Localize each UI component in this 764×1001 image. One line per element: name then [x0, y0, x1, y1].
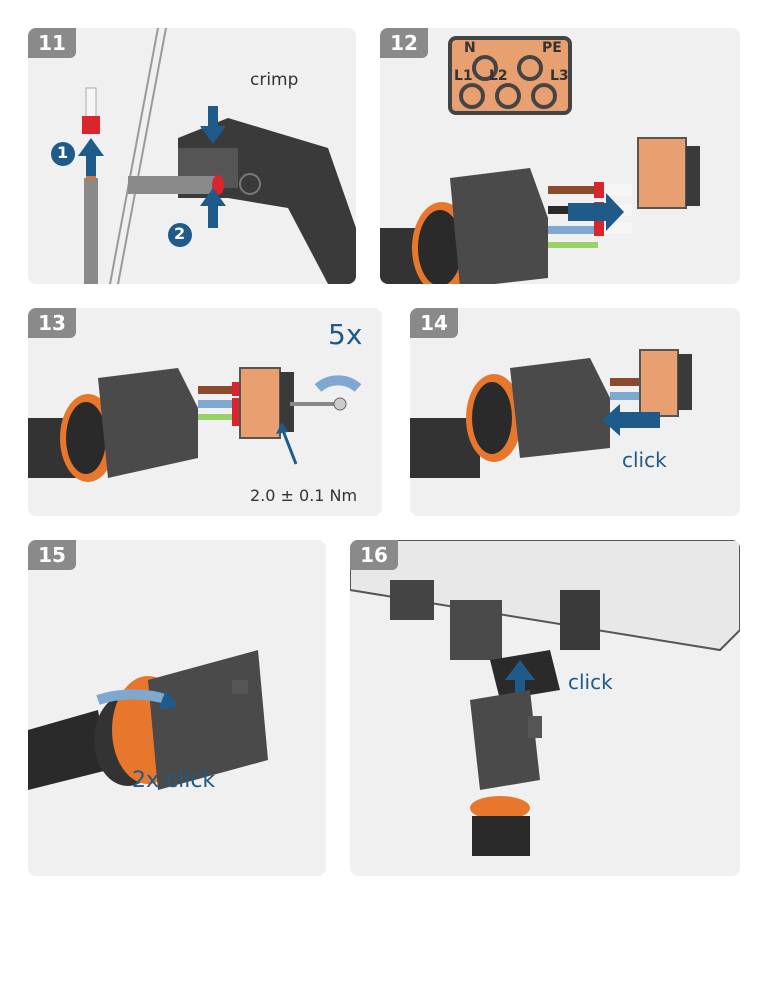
step-15-illustration: [28, 650, 268, 790]
torque-label: 2.0 ± 0.1 Nm: [250, 486, 358, 505]
step-number-badge: 15: [28, 540, 76, 570]
step-14-panel: 14 click: [410, 308, 740, 516]
step-12-panel: 12 N PE L1 L2 L3: [380, 28, 740, 284]
step-11-illustration: [78, 28, 356, 284]
terminal-label-pe: PE: [542, 40, 562, 56]
step-16-illustration: [350, 540, 740, 856]
step-13-panel: 13 5x 2.0 ± 0.1 Nm: [28, 308, 382, 516]
terminal-label-l2: L2: [489, 68, 508, 84]
terminal-label-l1: L1: [454, 68, 473, 84]
step-16-panel: 16 click: [350, 540, 740, 876]
click-label: click: [622, 448, 667, 472]
marker-2-label: 2: [174, 224, 186, 243]
crimp-label: crimp: [250, 70, 299, 90]
step-14-illustration: [410, 349, 692, 478]
marker-1-label: 1: [57, 143, 69, 162]
click-label: click: [568, 670, 613, 694]
twist-click-label: 2x click: [132, 768, 216, 793]
step-15-panel: 15 2x click: [28, 540, 326, 876]
step-number-badge: 13: [28, 308, 76, 338]
step-number-badge: 12: [380, 28, 428, 58]
step-number-badge: 16: [350, 540, 398, 570]
step-11-panel: 11 crimp 1 2: [28, 28, 356, 284]
step-13-illustration: [28, 367, 362, 482]
step-12-illustration: [380, 36, 700, 284]
repeat-count-label: 5x: [328, 318, 363, 351]
step-number-badge: 14: [410, 308, 458, 338]
terminal-label-l3: L3: [550, 68, 569, 84]
step-number-badge: 11: [28, 28, 76, 58]
terminal-label-n: N: [464, 40, 476, 56]
